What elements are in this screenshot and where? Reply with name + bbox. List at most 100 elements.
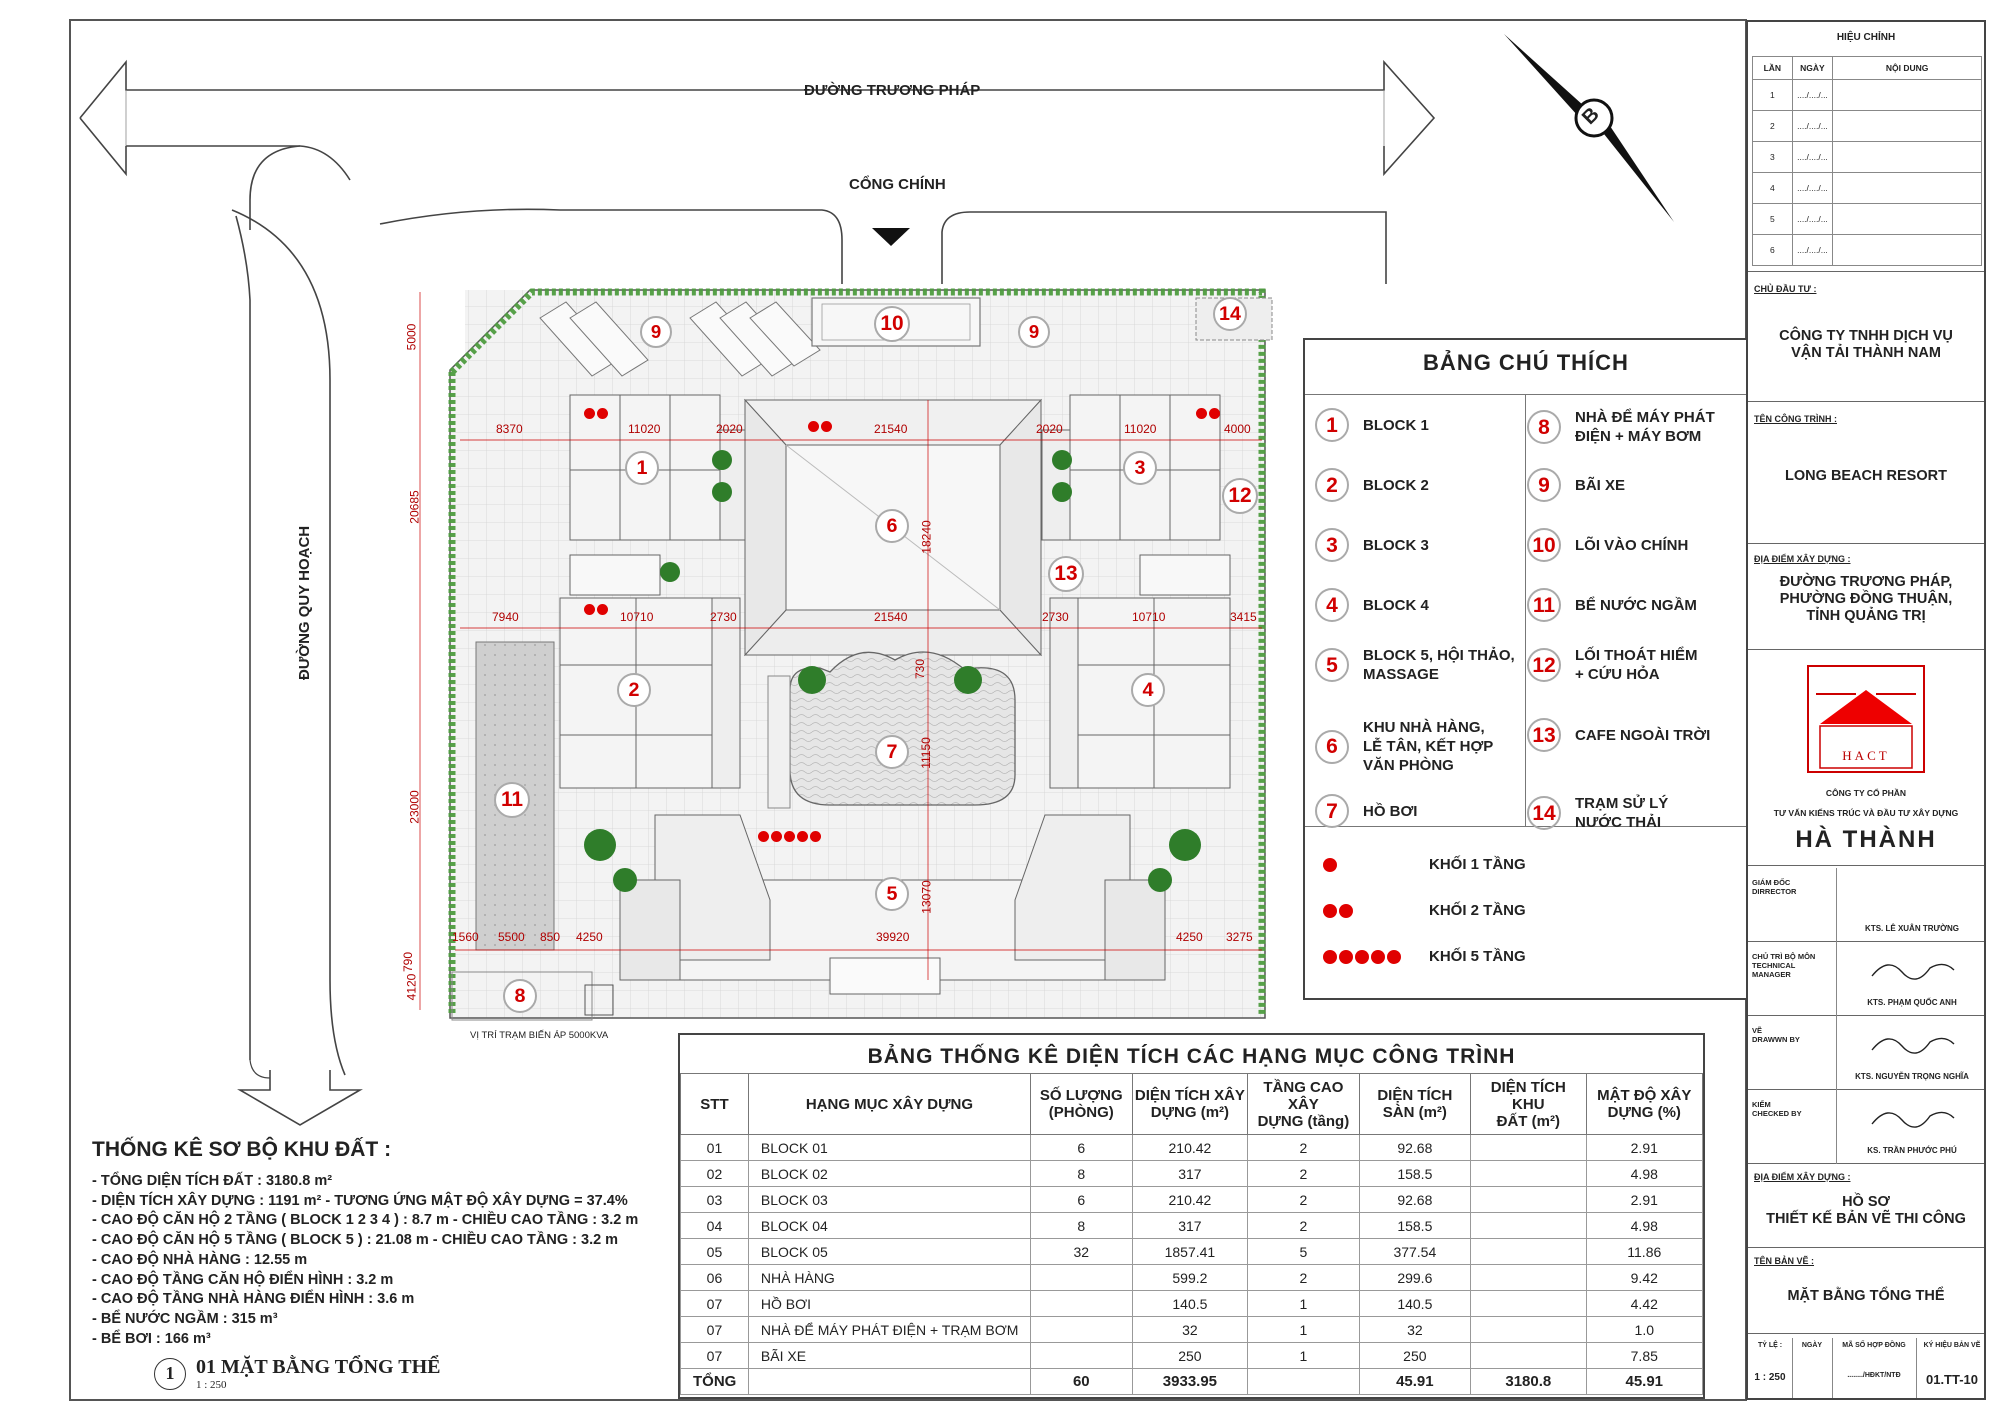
role-person: KTS. PHẠM QUỐC ANH	[1867, 998, 1957, 1007]
floor-dot	[597, 604, 608, 615]
site-summary-line: - CAO ĐỘ TẦNG CĂN HỘ ĐIỂN HÌNH : 3.2 m	[92, 1271, 394, 1288]
stats-cell	[1470, 1186, 1587, 1213]
footer-value: 01.TT-10	[1925, 1372, 1979, 1387]
revision-cell	[1832, 172, 1982, 204]
stats-cell: 299.6	[1358, 1264, 1472, 1291]
stats-cell: 377.54	[1358, 1238, 1472, 1265]
stats-cell: 8	[1029, 1212, 1133, 1239]
company-section: HACT CÔNG TY CỔ PHẦN TƯ VẤN KIẾNS TRÚC V…	[1748, 652, 1984, 866]
stats-cell: BLOCK 05	[747, 1238, 1031, 1265]
stats-header-cell: STT	[680, 1073, 749, 1135]
stats-cell: NHÀ ĐỂ MÁY PHÁT ĐIỆN + TRẠM BƠM	[747, 1316, 1031, 1343]
site-summary-line: - CAO ĐỘ NHÀ HÀNG : 12.55 m	[92, 1251, 308, 1268]
dim-vertical: 790	[401, 951, 416, 973]
stats-cell	[1470, 1342, 1587, 1369]
block-5	[619, 814, 1166, 995]
road-left-outer	[231, 209, 346, 1076]
sheet-name-label: TÊN BẢN VẼ :	[1754, 1256, 1815, 1266]
plan-marker-5: 5	[875, 877, 909, 911]
plan-marker-8: 8	[503, 979, 537, 1013]
legend-number: 7	[1315, 794, 1349, 828]
revision-cell: ..../..../...	[1791, 172, 1834, 204]
stats-cell: 92.68	[1358, 1134, 1472, 1161]
table-row: 4..../..../...	[1752, 172, 1982, 204]
stats-cell: 1	[1247, 1316, 1360, 1343]
stats-cell	[1470, 1238, 1587, 1265]
footer-value: 1 : 250	[1754, 1372, 1786, 1383]
floor-dot	[1209, 408, 1220, 419]
legend-number: 6	[1315, 729, 1349, 764]
legend-label: BLOCK 5, HỘI THẢO,MASSAGE	[1363, 647, 1515, 683]
floor-dot	[1355, 950, 1369, 964]
plan-dot-group	[1196, 408, 1220, 419]
stats-cell	[1470, 1264, 1587, 1291]
stats-cell: BLOCK 01	[747, 1134, 1031, 1161]
dim-vertical: 18240	[919, 520, 934, 554]
company-name: HÀ THÀNH	[1795, 826, 1937, 853]
stage-label: ĐỊA ĐIỂM XÂY DỰNG :	[1754, 1172, 1851, 1182]
road-label-quy-hoach: ĐƯỜNG QUY HOẠCH	[296, 525, 313, 680]
project-name: LONG BEACH RESORT	[1785, 468, 1947, 484]
project-section: TÊN CÔNG TRÌNH : LONG BEACH RESORT	[1748, 404, 1984, 544]
revision-cell: 4	[1752, 172, 1793, 204]
revision-cell	[1832, 79, 1982, 111]
dim-vertical: 13070	[919, 880, 934, 914]
company-logo-text: HACT	[1842, 748, 1890, 763]
company-logo-icon	[1807, 665, 1925, 773]
floor-dot	[1387, 950, 1401, 964]
legend-label: BLOCK 1	[1363, 416, 1429, 434]
plan-marker-1: 1	[625, 451, 659, 485]
floor-dot	[810, 831, 821, 842]
footer-header: MÃ SỐ HỢP ĐỒNG	[1842, 1342, 1906, 1349]
plan-marker-4: 4	[1131, 673, 1165, 707]
signature-icon	[1868, 1102, 1958, 1137]
location-section: ĐỊA ĐIỂM XÂY DỰNG : ĐƯỜNG TRƯƠNG PHÁP,PH…	[1748, 546, 1984, 650]
dim-row1: 2020	[1036, 422, 1063, 436]
signature-icon	[1868, 1028, 1958, 1063]
stats-total-cell: 45.91	[1585, 1368, 1704, 1395]
stats-cell: BLOCK 03	[747, 1186, 1031, 1213]
dim-vertical: 730	[913, 658, 928, 680]
dim-row2: 2730	[710, 610, 737, 624]
stats-cell: 2	[1247, 1134, 1360, 1161]
revision-cell	[1832, 234, 1982, 266]
floor-dot	[797, 831, 808, 842]
role-person: KS. TRẦN PHƯỚC PHÚ	[1867, 1146, 1957, 1155]
legend-floor-dots	[1323, 904, 1353, 918]
legend-floor-label: KHỐI 2 TẦNG	[1429, 902, 1526, 919]
stats-cell: 4.98	[1585, 1160, 1704, 1187]
floor-dot	[584, 604, 595, 615]
floor-dot	[1323, 904, 1337, 918]
stats-cell: 2	[1247, 1264, 1360, 1291]
revision-header: NỘI DUNG	[1832, 56, 1982, 80]
stats-cell: 32	[1358, 1316, 1472, 1343]
stats-cell: 250	[1131, 1342, 1249, 1369]
block-3	[1041, 394, 1221, 541]
revision-cell: ..../..../...	[1791, 203, 1834, 235]
dim-vertical: 4120	[404, 973, 419, 1001]
legend-number: 12	[1527, 648, 1561, 682]
caption-title: 01 MẶT BẰNG TỔNG THỂ	[196, 1356, 441, 1378]
stats-cell: 210.42	[1131, 1134, 1249, 1161]
dim-row2: 7940	[492, 610, 519, 624]
